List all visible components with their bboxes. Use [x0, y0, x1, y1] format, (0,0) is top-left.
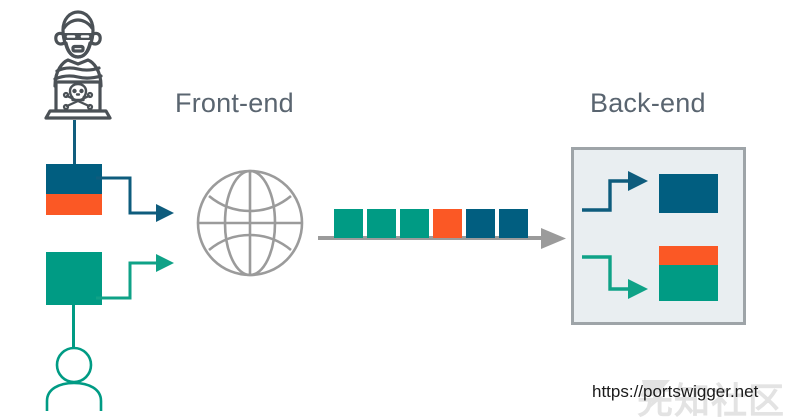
backend-arrows: [582, 165, 667, 310]
attacker-connector-stem: [73, 120, 76, 166]
packet-5: [466, 209, 495, 238]
backend-request-box-split: [659, 246, 718, 301]
attacker-request-smuggled-segment: [46, 194, 102, 215]
watermark-logo-icon: [642, 380, 670, 408]
packet-stream: [318, 202, 568, 250]
packet-stream-axis: [318, 228, 566, 249]
user-connector-stem: [72, 303, 75, 349]
backend-victim-request-segment: [659, 265, 718, 301]
attacker-request-arrow: [96, 168, 186, 228]
attacker-request-box: [46, 164, 102, 215]
packet-list: [334, 209, 528, 238]
user-request-arrow: [96, 248, 186, 310]
user-icon: [44, 345, 104, 411]
hacker-icon: [30, 8, 126, 120]
packet-2: [367, 209, 396, 238]
user-request-box: [46, 252, 102, 305]
backend-arrow-teal: [582, 255, 648, 299]
backend-request-box-blue: [659, 174, 718, 213]
packet-1: [334, 209, 363, 238]
packet-6: [499, 209, 528, 238]
globe-icon: [195, 168, 305, 278]
frontend-label: Front-end: [175, 88, 294, 118]
attacker-request-headers-segment: [46, 164, 102, 194]
backend-smuggled-prefix-segment: [659, 246, 718, 265]
packet-4: [433, 209, 462, 238]
footer-url: https://portswigger.net: [592, 382, 759, 401]
packet-3: [400, 209, 429, 238]
backend-arrow-blue: [582, 171, 648, 212]
backend-label: Back-end: [590, 88, 706, 118]
